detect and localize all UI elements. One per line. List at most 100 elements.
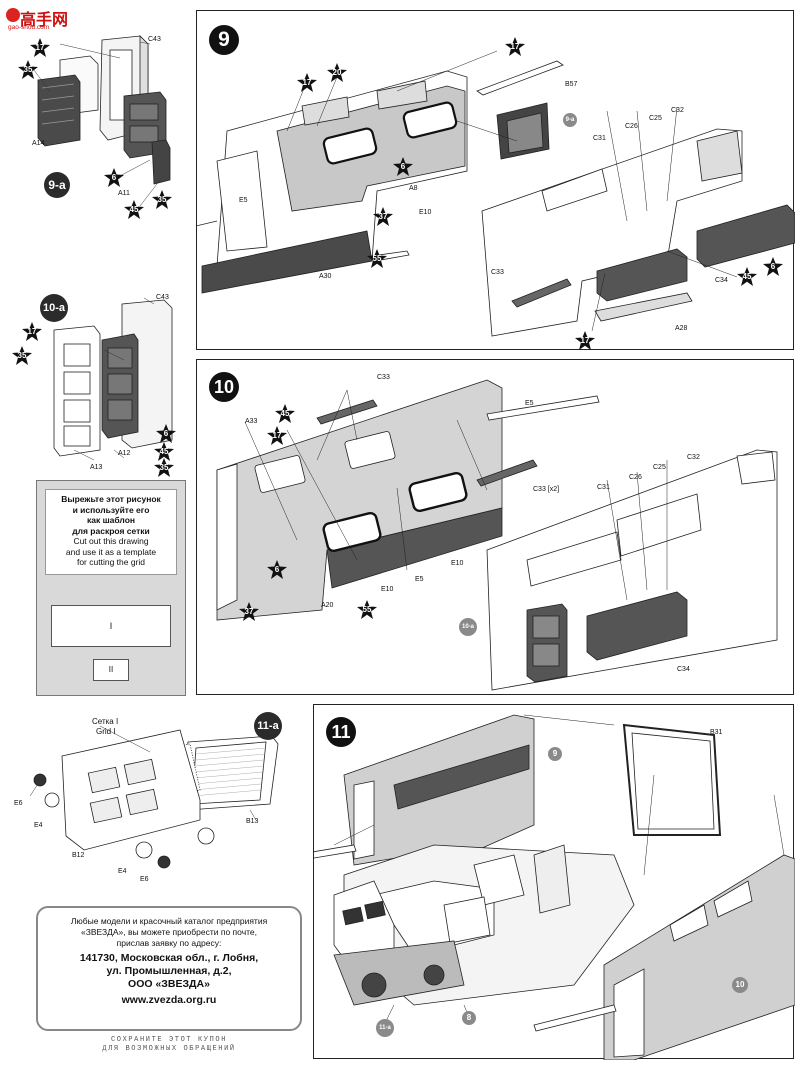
paint-star: 17 (297, 73, 317, 93)
step-11-drawing (314, 714, 795, 1060)
step-number-10: 10 (209, 372, 239, 402)
part-label: B31 (710, 729, 723, 736)
coupon-footer-line: СОХРАНИТЕ ЭТОТ КУПОН (110, 1036, 227, 1044)
part-label: C25 (649, 115, 662, 122)
part-label: B12 (72, 852, 85, 859)
part-label: A11 (118, 190, 130, 197)
part-label: C26 (629, 474, 642, 481)
paint-star: 6 (267, 560, 287, 580)
part-label: Grid I (96, 727, 116, 736)
part-label: A13 (90, 464, 103, 471)
part-label: E5 (415, 576, 424, 583)
coupon-address: ул. Промышленная, д.2, (106, 965, 232, 977)
ru-line: как шаблон (86, 515, 136, 525)
ru-line: Вырежьте этот рисунок (61, 494, 161, 504)
part-label: C33 (377, 374, 390, 381)
step-11-panel: 11 (313, 704, 795, 1060)
paint-star: 45 (154, 442, 174, 462)
part-label: Сетка I (92, 717, 119, 726)
paint-star: 6 (104, 168, 124, 188)
paint-star: 37 (239, 602, 259, 622)
part-label: C33 [x2] (533, 486, 560, 493)
step-number-11: 11 (326, 717, 356, 747)
part-label: E10 (381, 586, 394, 593)
part-label: C26 (625, 123, 638, 130)
grid-template-2-label: II (108, 665, 114, 674)
subassembly-label-11a: 11-a (254, 712, 282, 740)
step-number-9: 9 (209, 25, 239, 55)
ru-line: для раскроя сетки (72, 525, 150, 536)
part-label: E10 (419, 209, 432, 216)
part-label: C31 (593, 135, 606, 142)
reference-circle-9: 9 (548, 747, 562, 761)
coupon-line: прислав заявку по адресу: (116, 938, 222, 948)
part-label: E5 (525, 400, 534, 407)
logo-text: 高手网 (20, 10, 69, 29)
paint-star: 45 (124, 200, 144, 220)
paint-star: 55 (357, 600, 377, 620)
reference-circle-10: 10 (732, 977, 748, 993)
part-label: C32 (671, 107, 684, 114)
order-coupon: Любые модели и красочный каталог предпри… (36, 906, 302, 1031)
logo-url: gao-shou.com (8, 24, 50, 31)
reference-circle-11a: 11-a (376, 1019, 394, 1037)
step-10-drawing (216, 379, 778, 691)
part-label: E6 (14, 800, 23, 807)
part-label: B13 (246, 818, 259, 825)
coupon-line: «ЗВЕЗДА», вы можете приобрести по почте, (80, 927, 258, 937)
paint-star: 55 (367, 249, 387, 269)
part-label: C34 (677, 666, 690, 673)
reference-circle-10a: 10-a (459, 618, 477, 636)
part-label: E4 (118, 868, 127, 875)
reference-circle-9a: 9-a (563, 113, 577, 127)
paint-star: 17 (575, 331, 595, 351)
part-label: A14 (32, 140, 45, 147)
paint-star: 37 (373, 207, 393, 227)
subassembly-9a-drawing (20, 30, 190, 230)
paint-star: 6 (393, 157, 413, 177)
part-label: A12 (118, 450, 131, 457)
part-label: C32 (687, 454, 700, 461)
part-label: E6 (140, 876, 149, 883)
grid-template-2: II (93, 659, 129, 681)
paint-star: 35 (12, 346, 32, 366)
part-label: B57 (565, 81, 578, 88)
subassembly-label-9a: 9-a (44, 172, 70, 198)
subassembly-10a-art (53, 297, 173, 461)
part-label: C33 (491, 269, 504, 276)
part-label: E5 (239, 197, 248, 204)
part-label: A30 (319, 273, 332, 280)
paint-star: 17 (30, 38, 50, 58)
cut-instructions: Вырежьте этот рисунок и используйте его … (45, 489, 177, 575)
grid-cut-template: Вырежьте этот рисунок и используйте его … (36, 480, 186, 696)
subassembly-11a-art (29, 725, 279, 869)
coupon-website[interactable]: www.zvezda.org.ru (121, 994, 217, 1006)
paint-star: 17 (22, 322, 42, 342)
paint-star: 6 (763, 257, 783, 277)
part-label: A33 (245, 418, 258, 425)
part-label: A8 (409, 185, 418, 192)
coupon-address: 141730, Московская обл., г. Лобня, (79, 952, 259, 964)
ru-line: и используйте его (72, 504, 150, 515)
logo-icon (6, 8, 20, 22)
coupon-footer-line: ДЛЯ ВОЗМОЖНЫХ ОБРАЩЕНИЙ (102, 1045, 236, 1053)
coupon-line: Любые модели и красочный каталог предпри… (70, 916, 268, 926)
en-line: and use it as a template (65, 546, 157, 557)
part-label: C31 (597, 484, 610, 491)
paint-star: 6 (156, 424, 176, 444)
part-label: E4 (34, 822, 43, 829)
part-label: A28 (675, 325, 688, 332)
part-label: C25 (653, 464, 666, 471)
part-label: E10 (451, 560, 464, 567)
part-label: C43 (156, 294, 169, 301)
step-10-panel: 10 (196, 359, 794, 695)
paint-star: 35 (18, 60, 38, 80)
paint-star: 17 (267, 426, 287, 446)
site-logo: 高手网 gao-shou.com (6, 6, 68, 36)
paint-star: 35 (154, 458, 174, 478)
subassembly-9a-art (33, 35, 171, 207)
subassembly-label-10a: 10-a (40, 294, 68, 322)
paint-star: 45 (275, 404, 295, 424)
coupon-footer: СОХРАНИТЕ ЭТОТ КУПОН ДЛЯ ВОЗМОЖНЫХ ОБРАЩ… (36, 1036, 302, 1054)
paint-star: 20 (327, 63, 347, 83)
